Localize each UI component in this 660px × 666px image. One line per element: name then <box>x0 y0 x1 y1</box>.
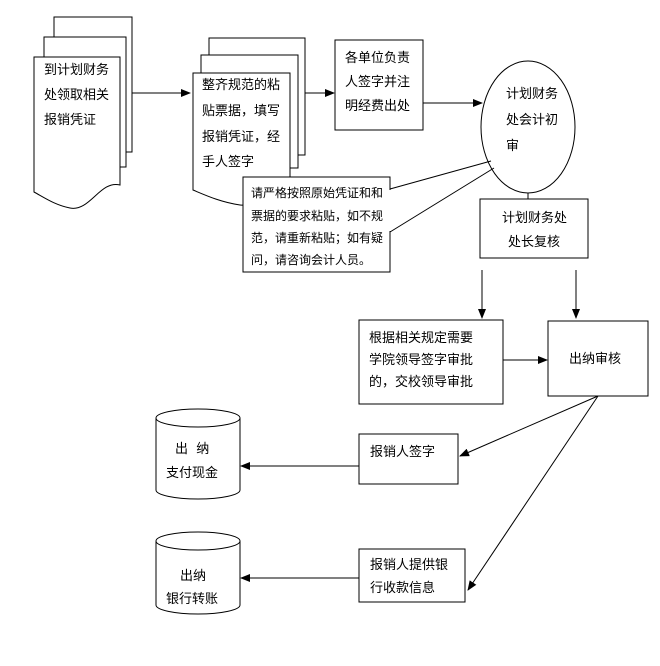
claimant-sign-box: 报销人签字 <box>358 433 459 485</box>
collect-line: 报销凭证 <box>44 113 96 128</box>
director-review-line: 处长复核 <box>508 235 560 250</box>
claimant-sign-label: 报销人签字 <box>370 444 435 460</box>
unit-sign-line: 各单位负责 <box>345 50 410 66</box>
initial-review-line: 处会计初 <box>506 113 558 128</box>
initial-review-line: 审 <box>506 139 519 154</box>
paste-line: 整齐规范的粘 <box>202 77 280 93</box>
unit-head-sign-box: 各单位负责 人签字并注 明经费出处 <box>334 39 424 131</box>
paste-line: 报销凭证，经 <box>202 130 280 145</box>
note-line: 问，请咨询会计人员。 <box>251 252 371 267</box>
director-review-box: 计划财务处 处长复核 <box>479 198 589 259</box>
cash-pay-line: 支付现金 <box>166 465 218 481</box>
arrow <box>459 395 599 457</box>
unit-sign-line: 人签字并注 <box>345 74 410 90</box>
bank-info-line: 报销人提供银 <box>370 557 448 573</box>
paste-receipts-document: 整齐规范的粘 贴票据，填写 报销凭证，经 手人签字 <box>192 37 306 206</box>
note-callout: 请严格按照原始凭证和和 票据的要求粘贴，如不规 范，请重新粘贴；如有疑 问，请咨… <box>242 160 495 273</box>
cashier-review-box: 出纳审核 <box>547 320 649 397</box>
collect-line: 处领取相关 <box>44 88 109 103</box>
arrow <box>467 395 599 591</box>
leader-approval-line: 学院领导签字审批 <box>369 352 473 368</box>
collect-line: 到计划财务 <box>44 62 109 78</box>
cash-pay-line: 出 纳 <box>175 442 209 457</box>
bank-info-line: 行收款信息 <box>370 580 435 596</box>
director-review-line: 计划财务处 <box>502 210 567 226</box>
bank-transfer-line: 出纳 <box>180 569 206 584</box>
leader-approval-box: 根据相关规定需要 学院领导签字审批 的，交校领导审批 <box>358 319 504 405</box>
cash-payment-cylinder: 出 纳 支付现金 <box>155 408 241 500</box>
cashier-review-label: 出纳审核 <box>569 352 621 367</box>
collect-vouchers-document: 到计划财务 处领取相关 报销凭证 <box>33 16 133 209</box>
note-line: 票据的要求粘贴，如不规 <box>251 208 383 223</box>
note-line: 请严格按照原始凭证和和 <box>251 185 383 200</box>
bank-info-box: 报销人提供银 行收款信息 <box>358 548 466 603</box>
unit-sign-line: 明经费出处 <box>345 99 410 114</box>
bank-transfer-line: 银行转账 <box>166 592 218 607</box>
bank-transfer-cylinder: 出纳 银行转账 <box>155 531 241 615</box>
note-line: 范，请重新粘贴；如有疑 <box>251 230 383 245</box>
leader-approval-line: 的，交校领导审批 <box>369 374 473 390</box>
leader-approval-line: 根据相关规定需要 <box>369 331 473 346</box>
initial-review-line: 计划财务 <box>506 86 558 102</box>
paste-line: 贴票据，填写 <box>202 104 280 119</box>
initial-review-ellipse: 计划财务 处会计初 审 <box>480 60 576 194</box>
paste-line: 手人签字 <box>202 154 254 170</box>
